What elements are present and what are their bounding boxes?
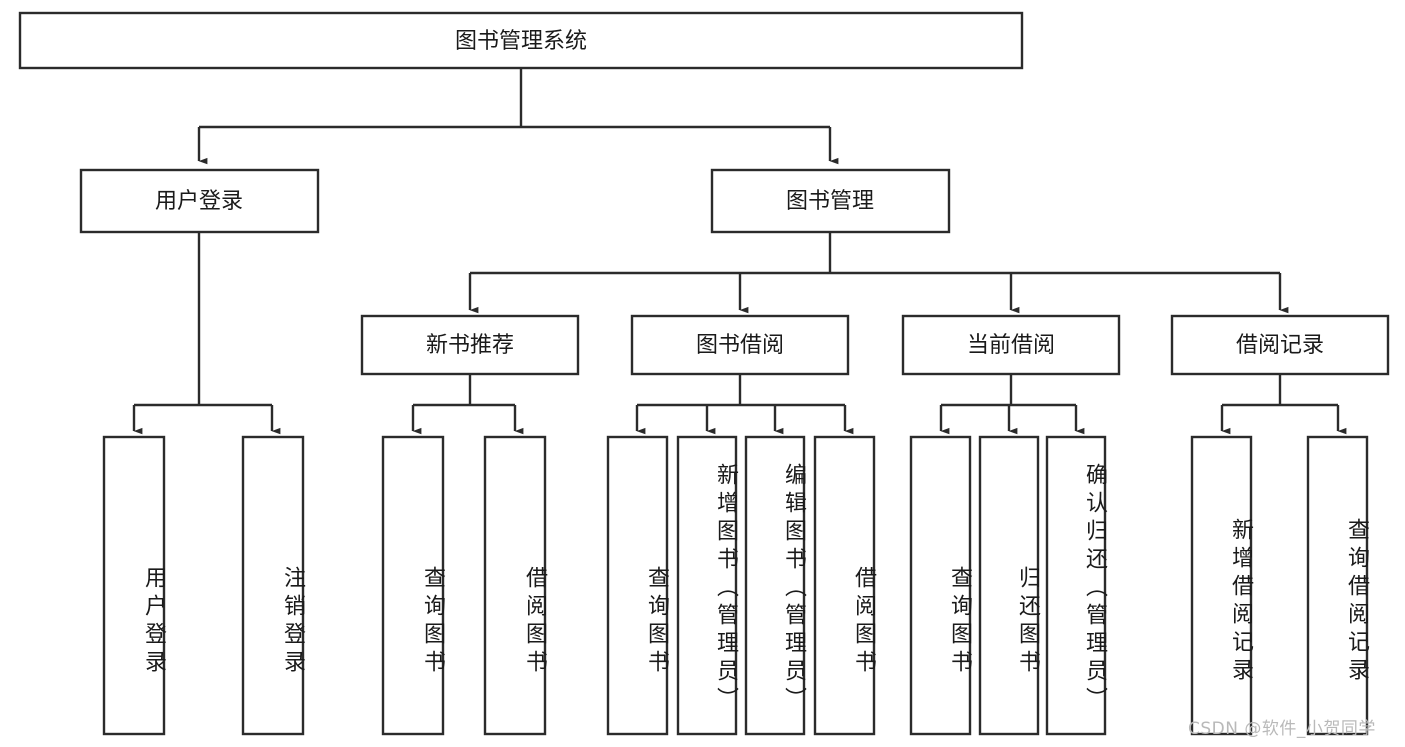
- leaf-box-current-borrow-1[interactable]: [909, 435, 972, 736]
- leaf-box-book-borrow-1[interactable]: [606, 435, 669, 736]
- leaf-box-new-book-2[interactable]: [483, 435, 547, 736]
- connector-userlogin-to-leaves: [132, 232, 281, 435]
- node-new-book-recommend[interactable]: 新书推荐: [360, 314, 580, 376]
- node-borrow-record[interactable]: 借阅记录: [1170, 314, 1390, 376]
- leaf-box-current-borrow-2[interactable]: [978, 435, 1040, 736]
- leaf-box-current-borrow-3[interactable]: [1045, 435, 1107, 736]
- connector-currentborrow-to-leaves: [939, 374, 1085, 435]
- leaf-box-book-borrow-2[interactable]: [676, 435, 738, 736]
- leaf-box-user-login-1[interactable]: [102, 435, 166, 736]
- node-book-borrow[interactable]: 图书借阅: [630, 314, 850, 376]
- node-current-borrow[interactable]: 当前借阅: [901, 314, 1121, 376]
- node-new-book-recommend-label: 新书推荐: [426, 333, 514, 358]
- leaf-box-new-book-1[interactable]: [381, 435, 445, 736]
- node-book-management[interactable]: 图书管理: [710, 168, 951, 234]
- connector-bookmgmt-to-level3: [468, 232, 1289, 314]
- connector-bookborrow-to-leaves: [635, 374, 854, 435]
- leaf-box-book-borrow-4[interactable]: [813, 435, 876, 736]
- csdn-watermark: CSDN @软件_小贺同学: [1188, 719, 1376, 739]
- leaf-box-borrow-record-1[interactable]: [1190, 435, 1253, 736]
- node-root-label: 图书管理系统: [455, 29, 587, 54]
- leaf-box-user-login-2[interactable]: [241, 435, 305, 736]
- leaf-box-book-borrow-3[interactable]: [744, 435, 806, 736]
- connector-newbook-to-leaves: [411, 374, 524, 435]
- node-book-borrow-label: 图书借阅: [696, 333, 784, 358]
- leaf-box-borrow-record-2[interactable]: [1306, 435, 1369, 736]
- node-borrow-record-label: 借阅记录: [1236, 333, 1324, 358]
- connector-borrowrecord-to-leaves: [1220, 374, 1347, 435]
- connector-root-to-level2: [197, 68, 839, 165]
- node-current-borrow-label: 当前借阅: [967, 333, 1055, 358]
- node-user-login-label: 用户登录: [155, 189, 243, 214]
- node-user-login[interactable]: 用户登录: [79, 168, 320, 234]
- node-book-management-label: 图书管理: [786, 189, 874, 214]
- node-root-book-management-system[interactable]: 图书管理系统: [18, 11, 1024, 70]
